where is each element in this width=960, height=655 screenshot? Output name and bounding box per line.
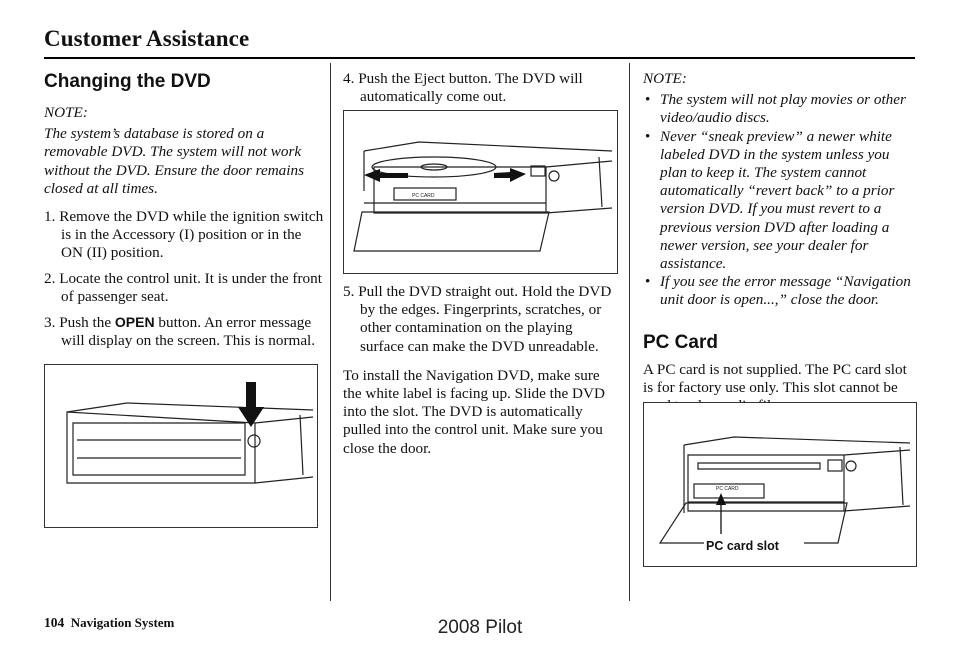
install-paragraph: To install the Navigation DVD, make sure… (343, 366, 605, 457)
column-divider-2 (629, 63, 630, 601)
fig-pc-card-label: PC CARD (412, 193, 435, 199)
figure-control-unit-closed (44, 364, 318, 528)
notes-list: The system will not play movies or other… (643, 91, 918, 309)
section-heading-changing-dvd: Changing the DVD (44, 71, 211, 92)
column-divider-1 (330, 63, 331, 601)
note-item: If you see the error message “Navigation… (643, 273, 918, 309)
page-number: 104 (44, 615, 65, 630)
section-heading-pc-card: PC Card (643, 331, 718, 353)
dvd-eject-illustration: PC CARD (353, 141, 613, 252)
step-3: 3. Push the OPEN button. An error messag… (44, 313, 324, 350)
step-2: 2. Locate the control unit. It is under … (44, 269, 322, 305)
fig-pc-card-label-2: PC CARD (716, 486, 739, 492)
step-1: 1. Remove the DVD while the ignition swi… (44, 208, 324, 262)
header-rule (44, 57, 915, 59)
eject-arrow-icon (494, 168, 526, 182)
note-item: Never “sneak preview” a newer white labe… (643, 128, 918, 274)
figure-pc-card-slot: PC CARD PC card slot (643, 402, 917, 567)
column-right: NOTE: The system will not play movies or… (643, 70, 918, 415)
pc-card-slot-pointer-icon (716, 493, 726, 505)
push-arrow-icon (238, 382, 264, 427)
note-body: The system’s database is stored on a rem… (44, 125, 304, 197)
pc-card-slot-illustration: PC CARD PC card slot (658, 436, 911, 553)
footer-section-name: Navigation System (70, 615, 175, 630)
open-button-label: OPEN (114, 314, 155, 331)
column-left: Changing the DVD NOTE: The system’s data… (44, 70, 324, 357)
column-middle: 4. Push the Eject button. The DVD will a… (343, 70, 619, 113)
step-3-text-pre: 3. Push the (44, 314, 115, 332)
page-footer: 104 Navigation System (44, 615, 174, 631)
step-3-text-post: button. An error message will display on… (61, 314, 316, 350)
pc-card-slot-caption: PC card slot (706, 539, 780, 553)
figure-dvd-eject: PC CARD (343, 110, 618, 274)
note-item: The system will not play movies or other… (643, 91, 918, 127)
note-title-right: NOTE: (643, 70, 687, 87)
watermark: 2008 Pilot (437, 617, 523, 638)
column-middle-lower: 5. Pull the DVD straight out. Hold the D… (343, 283, 619, 458)
control-unit-closed-illustration (66, 382, 314, 484)
dvd-out-arrow-icon (364, 169, 408, 182)
step-5: 5. Pull the DVD straight out. Hold the D… (343, 283, 612, 355)
page-header-title: Customer Assistance (44, 26, 250, 51)
note-title: NOTE: (44, 104, 88, 121)
step-4: 4. Push the Eject button. The DVD will a… (343, 70, 583, 106)
